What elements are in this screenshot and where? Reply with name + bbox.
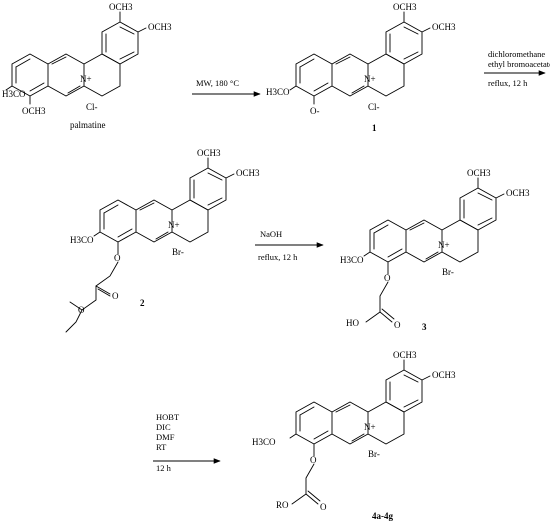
reaction-step-3: NaOH reflux, 12 h	[255, 229, 324, 262]
reaction-step-1: MW, 180 °C	[192, 78, 261, 97]
label-counterion: Cl-	[368, 102, 380, 112]
molecule-compound-3: OCH3 OCH3 H3CO O HO O N+ Br- 3	[340, 168, 530, 332]
label-ominus: O-	[310, 106, 320, 116]
label-hydroxyl: HO	[346, 318, 359, 328]
label-och3-a: OCH3	[109, 2, 133, 12]
label-nplus: N+	[438, 240, 450, 250]
molecule-palmatine: OCH3 OCH3 H3CO OCH3 N+ Cl- palmatine	[2, 2, 172, 130]
cond-step4-2: DMF	[156, 432, 175, 442]
label-nplus: N+	[168, 220, 180, 230]
cond-step3-1: reflux, 12 h	[258, 252, 298, 262]
label-h3co: H3CO	[70, 235, 94, 245]
reaction-step-2: dichloromethane ethyl bromoacetate reflu…	[484, 49, 550, 88]
cond-step4-4: 12 h	[156, 463, 172, 473]
label-compound-1: 1	[372, 123, 377, 133]
label-counterion: Cl-	[86, 102, 98, 112]
label-ester-ro: RO	[276, 500, 289, 510]
label-compound-2: 2	[140, 298, 145, 308]
label-och3-a: OCH3	[393, 2, 417, 12]
molecule-compound-2: OCH3 OCH3 H3CO O O O N+ Br- 2	[65, 148, 260, 333]
label-counterion: Br-	[172, 247, 184, 257]
label-carbonyl-o: O	[394, 320, 401, 330]
label-carbonyl-o: O	[112, 291, 119, 301]
label-och3-a: OCH3	[467, 168, 491, 178]
label-och3-a: OCH3	[393, 350, 417, 360]
label-ether-o: O	[310, 455, 317, 465]
label-compound-4: 4a-4g	[372, 511, 393, 521]
label-och3-b: OCH3	[236, 168, 260, 178]
label-counterion: Br-	[368, 449, 380, 459]
label-h3co: H3CO	[252, 437, 276, 447]
molecule-compound-4: OCH3 OCH3 H3CO O RO O N+ Br- 4a-4g	[252, 350, 456, 521]
label-nplus: N+	[80, 74, 92, 84]
label-nplus: N+	[364, 422, 376, 432]
molecule-compound-1: OCH3 OCH3 H3CO O- N+ Cl- 1	[266, 2, 456, 133]
label-compound-3: 3	[422, 322, 427, 332]
cond-step2-2: reflux, 12 h	[488, 78, 528, 88]
label-h3co: H3CO	[266, 87, 290, 97]
label-carbonyl-o: O	[320, 502, 327, 512]
label-counterion: Br-	[442, 267, 454, 277]
cond-step1-0: MW, 180 °C	[196, 78, 239, 88]
label-och3-b: OCH3	[148, 22, 172, 32]
label-nplus: N+	[364, 74, 376, 84]
cond-step2-1: ethyl bromoacetate	[488, 59, 550, 69]
label-och3-a: OCH3	[197, 148, 221, 158]
label-palmatine: palmatine	[70, 120, 106, 130]
label-ether-o: O	[114, 253, 121, 263]
label-och3-c: OCH3	[22, 106, 46, 116]
label-och3-b: OCH3	[432, 22, 456, 32]
cond-step4-3: RT	[156, 442, 167, 452]
cond-step4-0: HOBT	[156, 412, 180, 422]
label-ester-o: O	[78, 305, 85, 315]
label-h3co: H3CO	[340, 255, 364, 265]
label-och3-b: OCH3	[506, 188, 530, 198]
label-h3co: H3CO	[2, 89, 26, 99]
cond-step2-0: dichloromethane	[488, 49, 545, 59]
label-ether-o: O	[384, 273, 391, 283]
label-och3-b: OCH3	[432, 370, 456, 380]
cond-step3-0: NaOH	[260, 229, 282, 239]
reaction-step-4: HOBT DIC DMF RT 12 h	[153, 412, 221, 473]
cond-step4-1: DIC	[156, 422, 171, 432]
